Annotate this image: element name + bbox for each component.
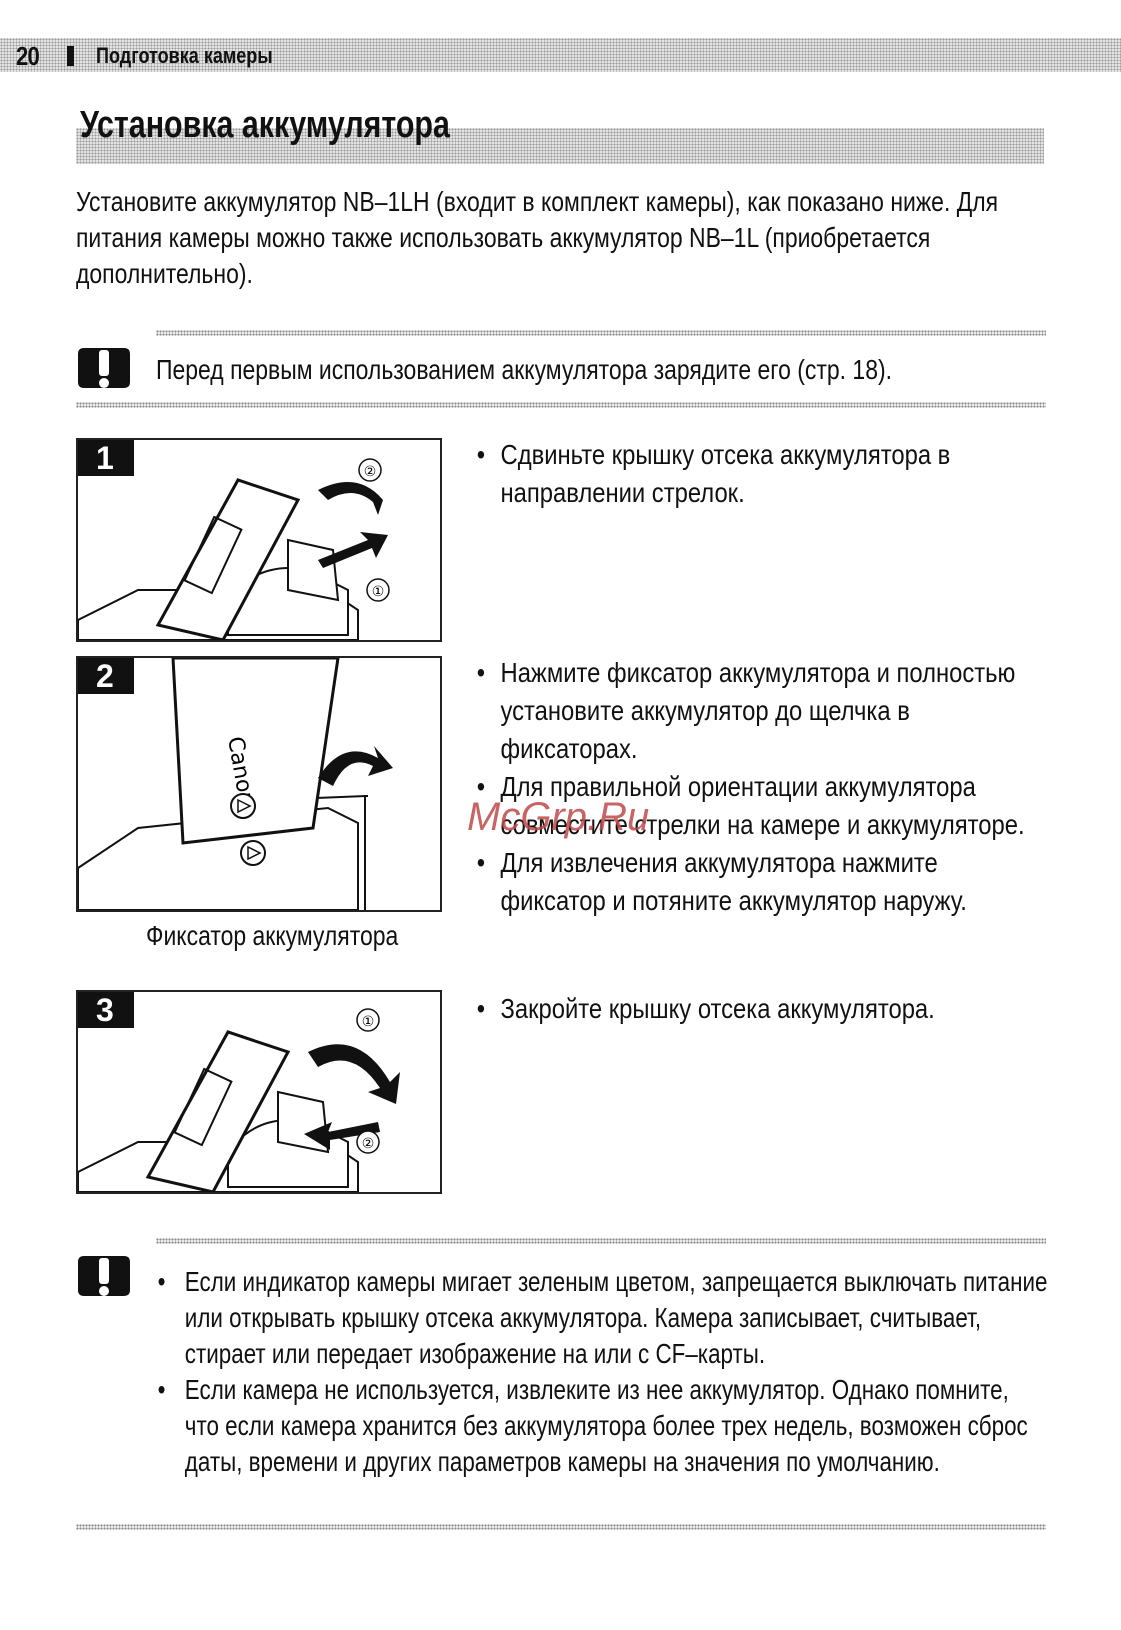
header-bar bbox=[0, 38, 1121, 72]
step3-illustration: ① ② bbox=[78, 1008, 400, 1192]
step1-label-1: ① bbox=[372, 584, 385, 600]
step1-number: 1 bbox=[78, 440, 134, 476]
step2-illustration: Canon bbox=[78, 658, 393, 910]
caution-icon bbox=[78, 1256, 130, 1296]
step1-bullets: Сдвиньте крышку отсека аккумулятора в на… bbox=[475, 436, 1055, 512]
footer-rule bbox=[76, 1524, 1046, 1530]
caution-icon bbox=[78, 348, 130, 388]
step2-bullets: Нажмите фиксатор аккумулятора и полность… bbox=[475, 654, 1055, 920]
page-title: Установка аккумулятора bbox=[80, 104, 450, 146]
step3-bullet: Закройте крышку отсека аккумулятора. bbox=[475, 990, 1045, 1028]
page-number: 20 bbox=[16, 41, 40, 71]
step3-label-1: ① bbox=[362, 1014, 375, 1030]
warning-bottom-item: Если индикатор камеры мигает зеленым цве… bbox=[156, 1264, 1049, 1372]
warning-bottom-rule bbox=[156, 1238, 1046, 1244]
step2-bullet: Для извлечения аккумулятора нажмите фикс… bbox=[475, 844, 1045, 920]
step1-bullet: Сдвиньте крышку отсека аккумулятора в на… bbox=[475, 436, 1045, 512]
step2-number: 2 bbox=[78, 658, 134, 694]
step3-label-2: ② bbox=[362, 1136, 375, 1152]
section-label: Подготовка камеры bbox=[96, 43, 273, 68]
warning-top-rule bbox=[156, 330, 1046, 336]
header-separator bbox=[67, 46, 74, 66]
step2-figure: Canon 2 bbox=[76, 656, 442, 912]
latch-caption: Фиксатор аккумулятора bbox=[146, 920, 399, 951]
warning-top-text: Перед первым использованием аккумулятора… bbox=[156, 354, 892, 385]
watermark: McGrp.Ru bbox=[467, 795, 650, 839]
warning-bottom-list: Если индикатор камеры мигает зеленым цве… bbox=[156, 1264, 1121, 1480]
step1-figure: ② ① 1 bbox=[76, 438, 442, 642]
warning-bottom-item: Если камера не используется, извлеките и… bbox=[156, 1372, 1049, 1480]
title-bar bbox=[76, 128, 1044, 164]
step3-figure: ① ② 3 bbox=[76, 990, 442, 1194]
warning-top-bottom-rule bbox=[76, 402, 1046, 408]
step1-illustration: ② ① bbox=[78, 458, 390, 640]
intro-paragraph: Установите аккумулятор NB–1LH (входит в … bbox=[76, 186, 999, 289]
step3-bullets: Закройте крышку отсека аккумулятора. bbox=[475, 990, 1055, 1028]
step2-bullet: Нажмите фиксатор аккумулятора и полность… bbox=[475, 654, 1045, 768]
step1-label-2: ② bbox=[364, 464, 377, 480]
step2-bullet: Для правильной ориентации аккумулятора с… bbox=[475, 768, 1045, 844]
step3-number: 3 bbox=[78, 992, 134, 1028]
